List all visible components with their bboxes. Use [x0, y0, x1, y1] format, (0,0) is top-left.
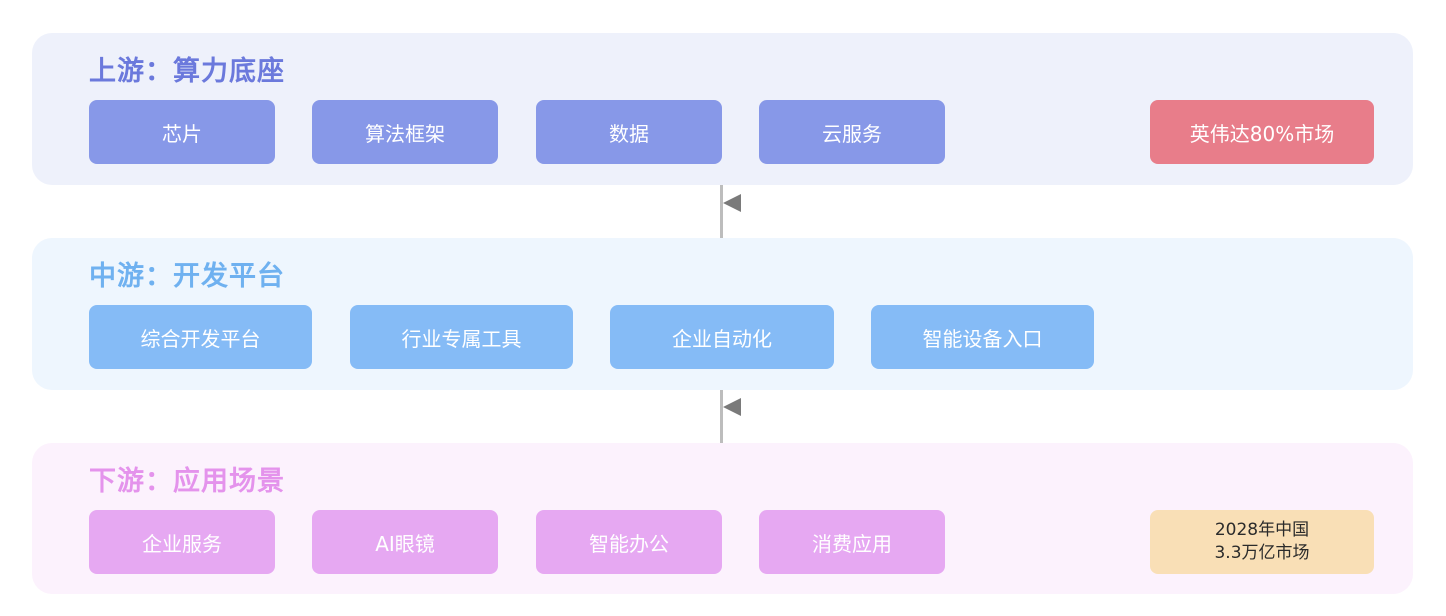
connector-midstream-downstream: [720, 390, 723, 444]
upstream-item-algorithm-framework: 算法框架: [312, 100, 498, 164]
downstream-panel: 下游：应用场景 企业服务 AI眼镜 智能办公 消费应用 2028年中国 3.3万…: [32, 443, 1413, 594]
upstream-highlight-nvidia-share: 英伟达80%市场: [1150, 100, 1374, 164]
midstream-panel: 中游：开发平台 综合开发平台 行业专属工具 企业自动化 智能设备入口: [32, 238, 1413, 390]
downstream-item-smart-office: 智能办公: [536, 510, 722, 574]
upstream-panel: 上游：算力底座 芯片 算法框架 数据 云服务 英伟达80%市场: [32, 33, 1413, 185]
market-note-line-1: 2028年中国: [1214, 520, 1310, 540]
midstream-item-enterprise-automation: 企业自动化: [610, 305, 834, 369]
upstream-item-chip: 芯片: [89, 100, 275, 164]
arrow-left-icon: [723, 398, 741, 416]
downstream-item-enterprise-service: 企业服务: [89, 510, 275, 574]
downstream-title: 下游：应用场景: [89, 466, 285, 497]
upstream-item-cloud-service: 云服务: [759, 100, 945, 164]
midstream-title: 中游：开发平台: [89, 261, 285, 292]
downstream-market-note: 2028年中国 3.3万亿市场: [1150, 510, 1374, 574]
downstream-item-consumer-apps: 消费应用: [759, 510, 945, 574]
upstream-item-data: 数据: [536, 100, 722, 164]
connector-upstream-midstream: [720, 185, 723, 239]
midstream-item-smart-device-entry: 智能设备入口: [871, 305, 1094, 369]
midstream-item-integrated-platform: 综合开发平台: [89, 305, 312, 369]
market-note-line-2: 3.3万亿市场: [1214, 543, 1310, 563]
arrow-left-icon: [723, 194, 741, 212]
upstream-title: 上游：算力底座: [89, 56, 285, 87]
downstream-item-ai-glasses: AI眼镜: [312, 510, 498, 574]
midstream-item-industry-tools: 行业专属工具: [350, 305, 573, 369]
